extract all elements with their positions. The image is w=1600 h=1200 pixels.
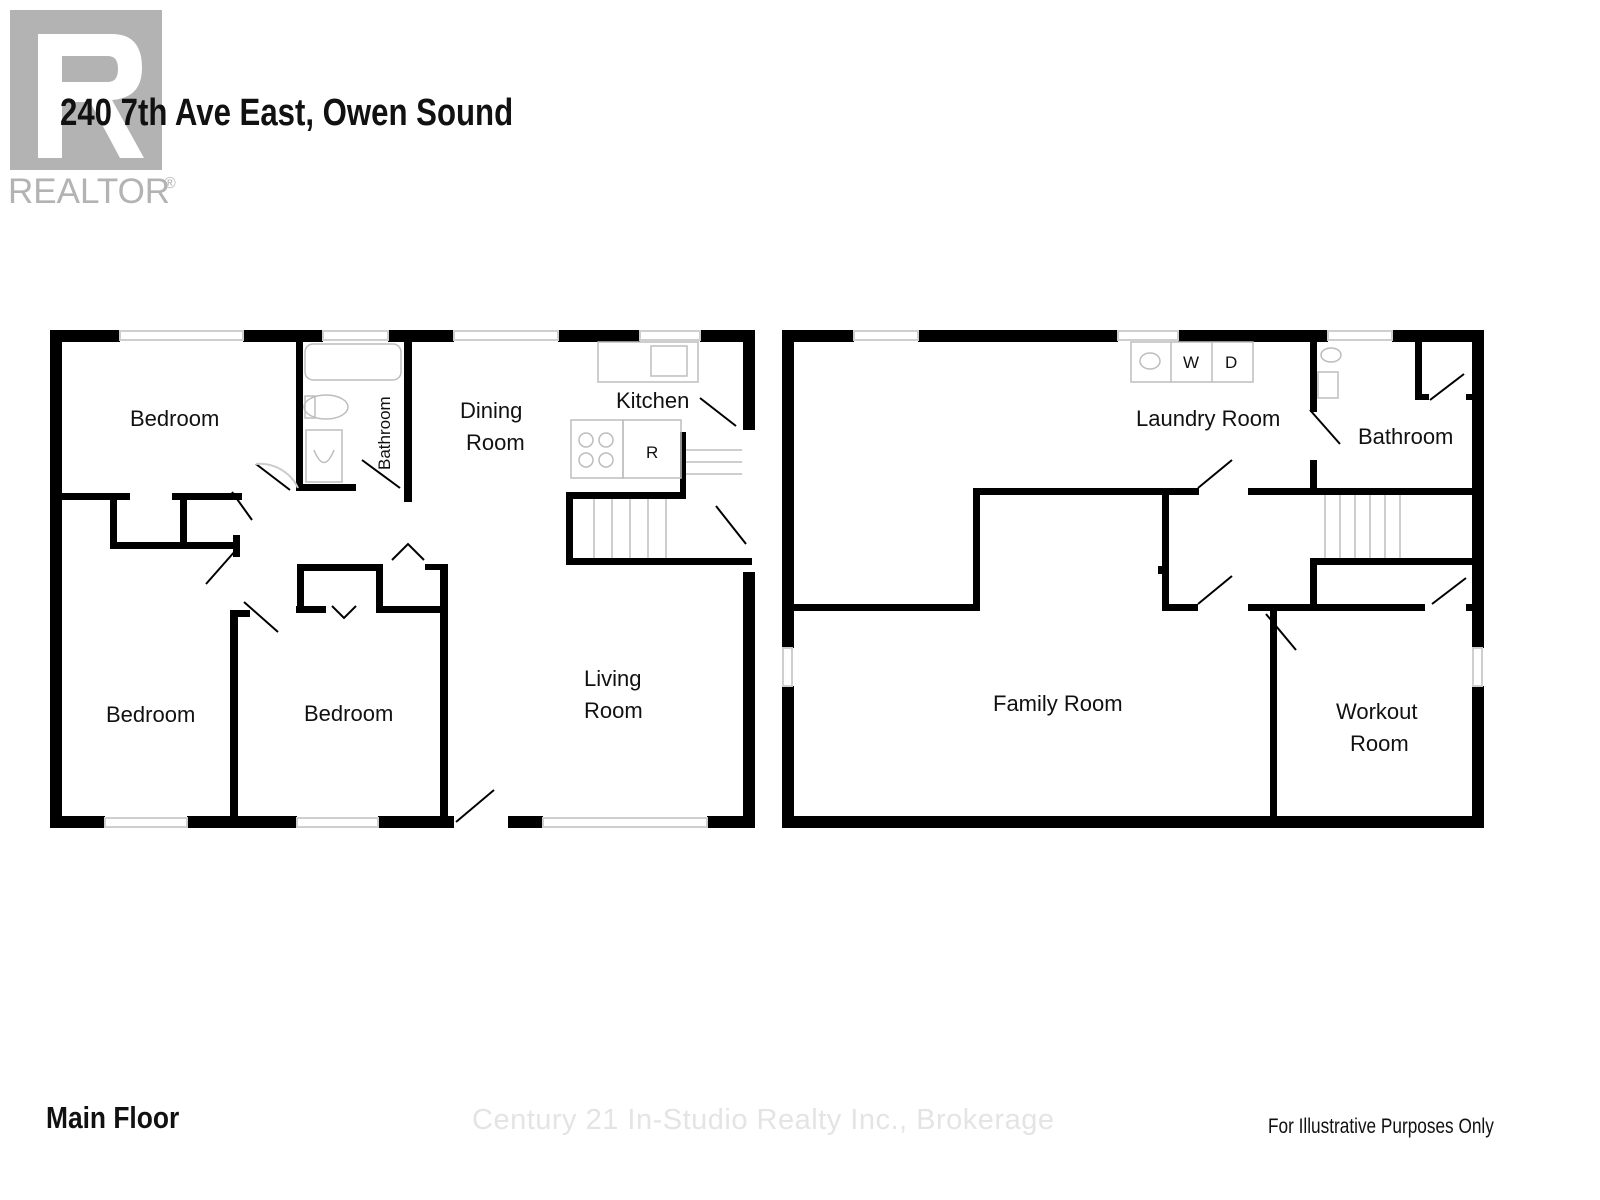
door-swings	[205, 373, 1467, 823]
room-label-dining-1: Dining	[460, 398, 522, 423]
laundry-sink-icon	[1139, 352, 1161, 370]
stairs-lower	[1324, 495, 1401, 558]
laundry-fixtures	[1130, 341, 1254, 383]
registered-mark: ®	[164, 175, 176, 192]
room-label-living-1: Living	[584, 666, 641, 691]
room-label-family: Family Room	[993, 691, 1123, 716]
disclaimer-text: For Illustrative Purposes Only	[1268, 1115, 1494, 1138]
room-label-laundry: Laundry Room	[1136, 406, 1280, 431]
refrigerator-icon	[622, 419, 682, 479]
fixture-label-dryer: D	[1225, 353, 1237, 372]
realtor-logo: REALTOR ®	[8, 10, 176, 211]
property-address: 240 7th Ave East, Owen Sound	[60, 92, 514, 134]
room-label-bedroom-top-left: Bedroom	[130, 406, 219, 431]
kitchen-sink-icon	[597, 341, 699, 383]
room-label-bedroom-bottom-mid: Bedroom	[304, 701, 393, 726]
room-label-dining-2: Room	[466, 430, 525, 455]
realtor-logo-text: REALTOR	[8, 172, 170, 211]
sink-icon-lower	[1317, 371, 1339, 399]
windows	[104, 330, 1483, 828]
fixtures	[303, 341, 1401, 558]
sink-icon	[305, 429, 343, 483]
stairs-main	[593, 449, 742, 558]
room-label-workout-1: Workout	[1336, 699, 1418, 724]
room-labels: Bedroom Bathroom Dining Room Kitchen R B…	[106, 353, 1453, 756]
toilet-icon-lower	[1320, 347, 1342, 363]
room-label-bathroom-lower: Bathroom	[1358, 424, 1453, 449]
room-label-bathroom-main: Bathroom	[375, 396, 394, 470]
room-label-kitchen: Kitchen	[616, 388, 689, 413]
toilet-icon	[303, 394, 349, 420]
brokerage-watermark: Century 21 In-Studio Realty Inc., Broker…	[472, 1104, 1055, 1136]
fixture-label-refrigerator: R	[646, 443, 658, 462]
lower-floor-plan	[782, 330, 1484, 828]
floor-label: Main Floor	[46, 1100, 180, 1135]
bathtub-icon	[304, 343, 402, 381]
fixture-label-washer: W	[1183, 353, 1199, 372]
stove-icon	[570, 419, 624, 479]
realtor-r-glyph	[38, 34, 144, 158]
room-label-workout-2: Room	[1350, 731, 1409, 756]
main-floor-plan	[50, 330, 755, 828]
room-label-living-2: Room	[584, 698, 643, 723]
room-label-bedroom-bottom-left: Bedroom	[106, 702, 195, 727]
